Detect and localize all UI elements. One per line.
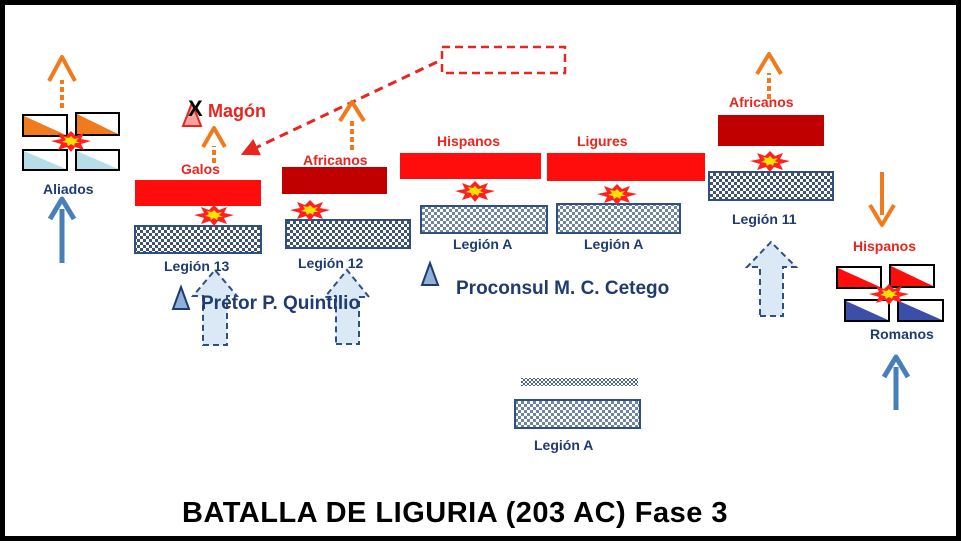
legion-a2-block xyxy=(556,203,681,234)
reserve-advance-arrow-icon xyxy=(322,268,372,345)
dashed-target-box xyxy=(440,45,567,75)
magon-x-mark: X xyxy=(188,96,203,121)
legion-12-label: Legión 12 xyxy=(298,255,364,271)
hispanos-center-block xyxy=(400,153,541,179)
right-cavalry-cluster xyxy=(836,264,944,322)
galos-block xyxy=(135,180,261,206)
commander-marker-proconsul-icon xyxy=(420,260,440,286)
proconsul-label: Proconsul M. C. Cetego xyxy=(456,278,670,299)
legion-a2-label: Legión A xyxy=(584,236,644,252)
orange-retreat-arrow-icon xyxy=(755,52,783,99)
clash-burst-icon xyxy=(290,200,330,221)
clash-burst-icon xyxy=(869,284,909,305)
orange-retreat-arrow-icon xyxy=(338,100,366,150)
clash-burst-icon xyxy=(51,131,91,152)
legion-a1-label: Legión A xyxy=(453,236,513,252)
legion-13-block xyxy=(134,225,262,254)
orange-down-arrow-icon xyxy=(868,172,896,227)
hispanos-right-label: Hispanos xyxy=(853,238,917,254)
battle-diagram xyxy=(22,45,944,429)
commander-marker-magon-icon xyxy=(181,100,203,127)
africanos-left-block xyxy=(282,167,387,194)
reserve-advance-arrow-icon xyxy=(744,240,799,317)
orange-retreat-arrow-icon xyxy=(47,55,77,108)
reserve-advance-arrow-icon xyxy=(190,268,240,346)
blue-advance-arrow-icon xyxy=(881,354,911,410)
africanos-left-label: Africanos xyxy=(303,152,368,168)
clash-burst-icon xyxy=(455,181,495,202)
pretor-label: Pretor P. Quintilio xyxy=(201,293,361,314)
clash-burst-icon xyxy=(194,205,234,226)
aliados-cavalry-cluster xyxy=(22,112,120,171)
galos-label: Galos xyxy=(181,161,220,177)
legion-a3-thin-line xyxy=(521,378,638,386)
legion-12-block xyxy=(285,219,411,249)
hispanos-center-label: Hispanos xyxy=(437,133,501,149)
legion-a1-block xyxy=(420,205,548,234)
blue-advance-arrow-icon xyxy=(47,196,77,263)
clash-burst-icon xyxy=(597,184,637,205)
ligures-block xyxy=(547,153,705,181)
africanos-right-label: Africanos xyxy=(729,94,794,110)
legion-11-block xyxy=(708,171,834,201)
legion-13-label: Legión 13 xyxy=(164,258,230,274)
africanos-right-block xyxy=(718,115,824,146)
legion-a3-label: Legión A xyxy=(534,437,594,453)
romanos-label: Romanos xyxy=(870,326,934,342)
aliados-label: Aliados xyxy=(43,181,94,197)
magon-label: Magón xyxy=(208,101,266,121)
dashed-red-arrow xyxy=(240,60,438,156)
clash-burst-icon xyxy=(750,151,790,172)
commander-marker-pretor-icon xyxy=(171,284,191,310)
page-title: BATALLA DE LIGURIA (203 AC) Fase 3 xyxy=(182,497,729,529)
legion-a3-block xyxy=(514,399,641,429)
orange-retreat-arrow-icon xyxy=(201,126,227,163)
legion-11-label: Legión 11 xyxy=(732,211,797,227)
ligures-label: Ligures xyxy=(577,133,628,149)
